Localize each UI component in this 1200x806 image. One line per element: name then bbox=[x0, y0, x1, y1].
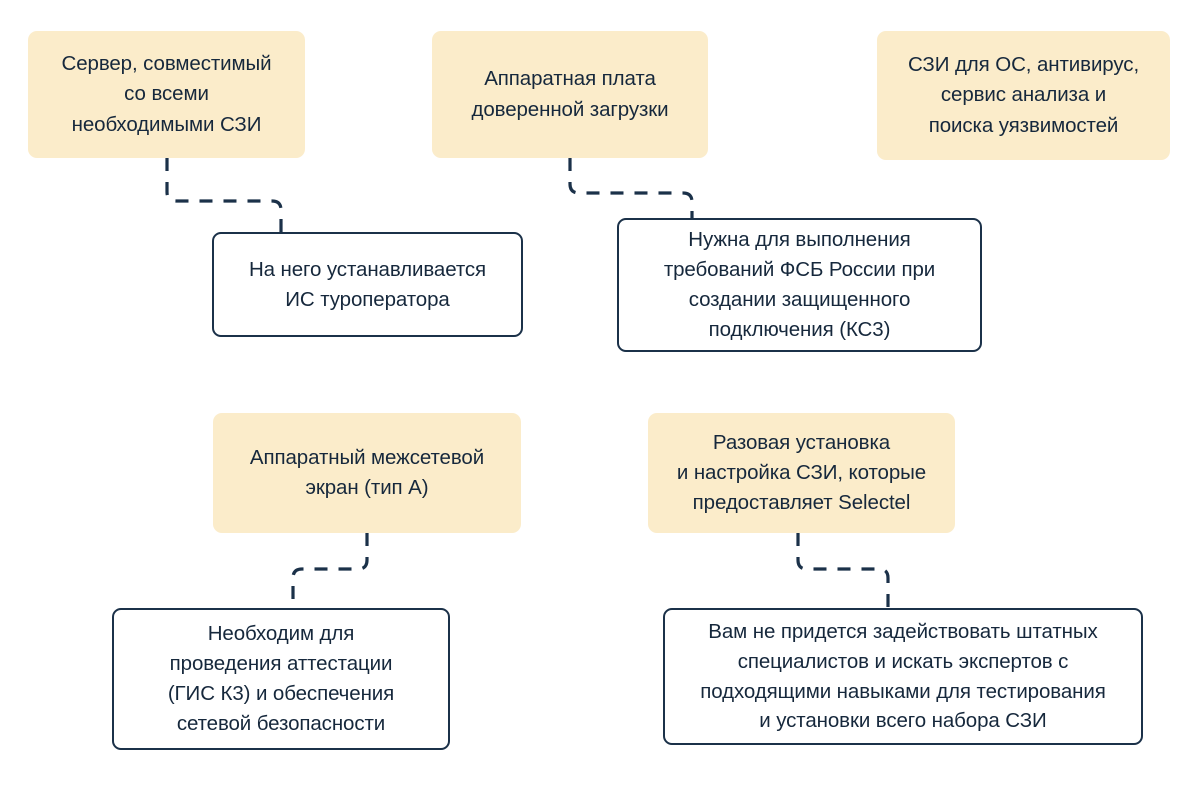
node-no-staff-needed: Вам не придется задействовать штатных сп… bbox=[663, 608, 1143, 745]
node-attestation-network-security-label: Необходим для проведения аттестации (ГИС… bbox=[167, 622, 395, 735]
node-one-time-setup: Разовая установка и настройка СЗИ, котор… bbox=[648, 413, 955, 533]
node-no-staff-needed-label: Вам не придется задействовать штатных сп… bbox=[700, 619, 1106, 733]
node-server: Сервер, совместимый со всеми необходимым… bbox=[28, 31, 305, 158]
connector-firewall-to-attestation bbox=[291, 533, 369, 608]
node-attestation-network-security: Необходим для проведения аттестации (ГИС… bbox=[112, 608, 450, 750]
node-tour-operator-is: На него устанавливается ИС туроператора bbox=[212, 232, 523, 337]
node-server-label: Сервер, совместимый со всеми необходимым… bbox=[61, 52, 272, 136]
node-hardware-firewall-label: Аппаратный межсетевой экран (тип А) bbox=[249, 445, 485, 499]
node-os-security-tools-label: СЗИ для ОС, антивирус, сервис анализа и … bbox=[907, 53, 1140, 137]
node-tour-operator-is-label: На него устанавливается ИС туроператора bbox=[248, 257, 487, 311]
node-os-security-tools: СЗИ для ОС, антивирус, сервис анализа и … bbox=[877, 31, 1170, 160]
connector-setup-to-no-staff bbox=[796, 533, 890, 608]
connector-board-to-fsb-requirements bbox=[568, 158, 694, 218]
node-trusted-boot-board: Аппаратная плата доверенной загрузки bbox=[432, 31, 708, 158]
node-trusted-boot-board-label: Аппаратная плата доверенной загрузки bbox=[471, 67, 669, 121]
node-one-time-setup-label: Разовая установка и настройка СЗИ, котор… bbox=[676, 430, 927, 515]
node-fsb-requirements: Нужна для выполнения требований ФСБ Росс… bbox=[617, 218, 982, 352]
node-fsb-requirements-label: Нужна для выполнения требований ФСБ Росс… bbox=[663, 228, 936, 341]
connector-server-to-tour-operator-is bbox=[165, 158, 283, 232]
node-hardware-firewall: Аппаратный межсетевой экран (тип А) bbox=[213, 413, 521, 533]
